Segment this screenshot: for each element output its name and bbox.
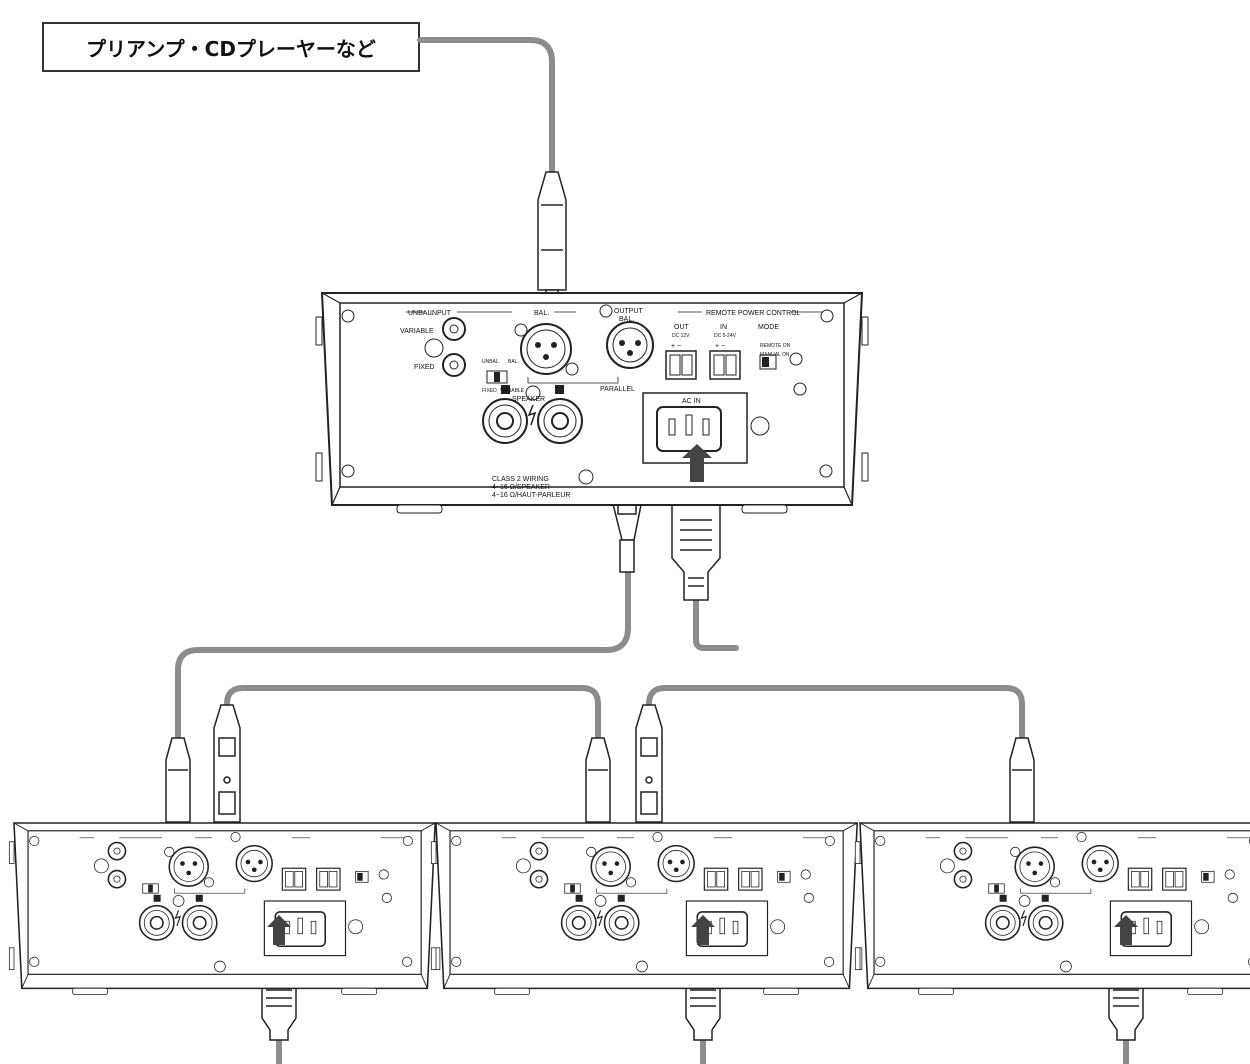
label-switch-bal: BAL. — [508, 359, 519, 365]
label-mode: MODE — [758, 324, 779, 331]
xlr-plug-amp-2-input — [585, 737, 611, 823]
label-bal: BAL. — [534, 310, 549, 317]
xlr-plug-amp-1-input — [165, 737, 191, 823]
label-output-bal: BAL. — [619, 316, 634, 323]
amplifier-3 — [854, 822, 1250, 996]
label-speaker: SPEAKER — [512, 396, 545, 403]
amplifier-1 — [8, 822, 441, 996]
xlr-plug-amp-1-output — [213, 704, 241, 823]
power-cable-top — [693, 597, 739, 651]
label-out-spec: DC 12V — [672, 333, 690, 339]
label-out: OUT — [674, 324, 690, 331]
link-cable-amp-1-to-amp-2 — [224, 685, 601, 745]
xlr-plug-source — [537, 171, 567, 301]
arrow-up-amp-1 — [267, 915, 291, 945]
source-device-box: プリアンプ・CDプレーヤーなど — [42, 22, 420, 72]
amplifier-main-labels: UNBAL. INPUT BAL. VARIABLE FIXED UNBAL. … — [400, 308, 801, 499]
arrow-up-amp-3 — [1114, 915, 1138, 945]
label-ac-in: AC IN — [682, 398, 701, 405]
xlr-plug-amp-3-input — [1009, 737, 1035, 823]
label-parallel: PARALLEL — [600, 386, 635, 393]
label-remote-on: REMOTE ON — [760, 343, 791, 349]
power-insert-arrows — [267, 444, 1138, 945]
source-cable — [417, 37, 555, 181]
label-input: INPUT — [430, 310, 452, 317]
link-cable-amp-2-to-amp-3 — [646, 685, 1025, 745]
label-switch-fixed: FIXED — [482, 388, 497, 394]
label-in: IN — [720, 324, 727, 331]
label-switch-variable: VARIABLE — [500, 388, 525, 394]
label-unbal: UNBAL. — [408, 310, 433, 317]
label-in-polarity: + − — [715, 343, 725, 350]
label-manual-on: MANUAL ON — [760, 352, 790, 358]
xlr-plug-amp-2-output — [635, 704, 663, 823]
label-wiring-haut-parleur: 4~16 Ω/HAUT-PARLEUR — [492, 492, 570, 499]
arrow-up-main — [682, 444, 712, 482]
source-device-label: プリアンプ・CDプレーヤーなど — [86, 36, 376, 61]
label-switch-unbal: UNBAL. — [482, 359, 500, 365]
label-wiring-class: CLASS 2 WIRING — [492, 476, 549, 483]
label-wiring-speaker: 4~16 Ω/SPEAKER — [492, 484, 550, 491]
label-remote-power-control: REMOTE POWER CONTROL — [706, 310, 801, 317]
label-output: OUTPUT — [614, 308, 644, 315]
label-variable: VARIABLE — [400, 328, 434, 335]
label-fixed: FIXED — [414, 364, 435, 371]
amplifier-2 — [430, 822, 863, 996]
amplifier-main — [315, 292, 869, 514]
link-cable-to-amp-1 — [175, 567, 631, 745]
arrow-up-amp-2 — [691, 915, 715, 945]
label-out-polarity: + − — [671, 343, 681, 350]
label-in-spec: DC 5-24V — [714, 333, 737, 339]
